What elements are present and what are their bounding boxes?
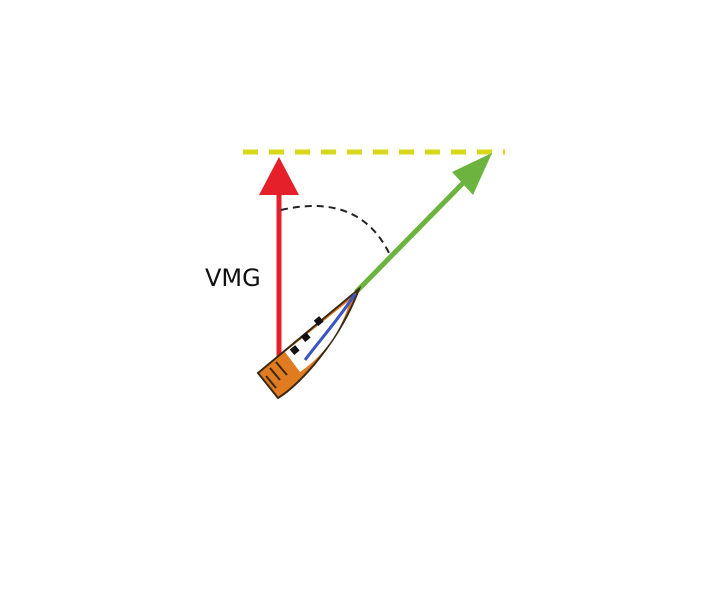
vmg-arrow-head bbox=[259, 157, 299, 195]
sailboat-icon bbox=[256, 285, 362, 400]
boat-hatch bbox=[289, 345, 300, 355]
angle-arc bbox=[280, 205, 391, 256]
boat-hatch bbox=[313, 316, 324, 326]
boat-sail bbox=[303, 293, 357, 361]
boat-hatch bbox=[300, 332, 311, 342]
vmg-label: VMG bbox=[205, 264, 261, 292]
vmg-arrow bbox=[259, 157, 299, 362]
course-arrow-shaft bbox=[354, 176, 470, 294]
course-arrow bbox=[354, 153, 492, 294]
boat-cockpit bbox=[265, 361, 288, 389]
course-arrow-head bbox=[452, 153, 492, 195]
boat-deck bbox=[285, 300, 350, 372]
